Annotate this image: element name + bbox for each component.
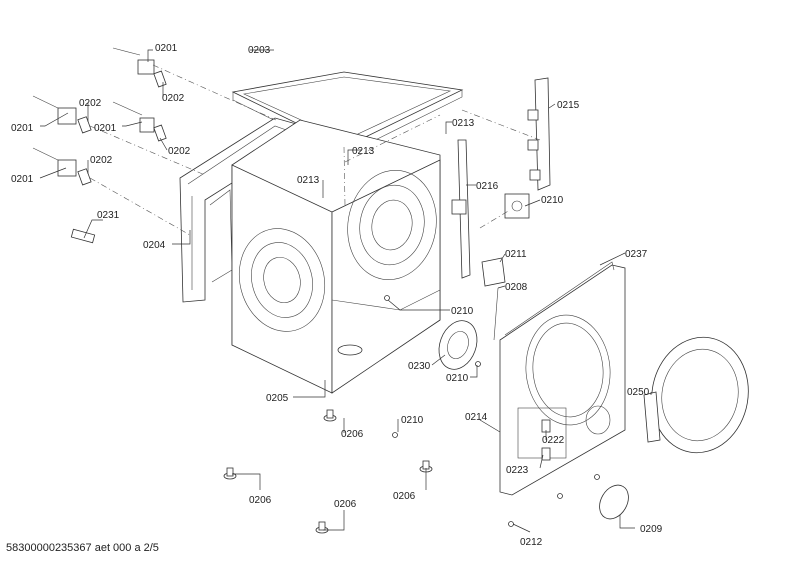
label-0202-a: 0202 [162,93,185,104]
label-0206-b: 0206 [249,495,272,506]
leader-lines [39,49,652,533]
cable-drawing [493,287,499,341]
service-hatch-drawing [599,484,629,520]
label-0250: 0250 [627,387,650,398]
label-0213-b: 0213 [352,146,375,157]
label-0222: 0222 [542,435,565,446]
front-panel-drawing [499,261,626,496]
label-0204: 0204 [143,240,166,251]
label-0209: 0209 [640,524,663,535]
hardware-drawings [32,47,600,534]
label-0202-d: 0202 [90,155,113,166]
label-0206-a: 0206 [341,429,364,440]
label-0208: 0208 [505,282,528,293]
module-drawing [481,257,506,287]
label-0202-c: 0202 [168,146,191,157]
label-0201-b: 0201 [11,123,34,134]
label-0215: 0215 [557,100,580,111]
bracket-drawing [527,77,551,191]
label-0216: 0216 [476,181,499,192]
label-0212: 0212 [520,537,543,548]
label-0210-a: 0210 [541,195,564,206]
label-0237: 0237 [625,249,648,260]
label-0213-c: 0213 [452,118,475,129]
label-0211: 0211 [505,249,527,260]
label-0231: 0231 [97,210,120,221]
label-0203: 0203 [248,45,271,56]
part-labels: 0201 0202 0201 0202 0201 0202 0201 0202 … [11,43,663,548]
label-0205: 0205 [266,393,289,404]
label-0210-b: 0210 [451,306,474,317]
door-drawing [643,336,749,454]
label-0206-d: 0206 [334,499,357,510]
cabinet-body-drawing [231,119,441,394]
label-0201-d: 0201 [11,174,34,185]
label-0206-c: 0206 [393,491,416,502]
drawing-code: 58300000235367 aet 000 a 2/5 [6,542,159,554]
assembly-lines [89,64,541,236]
label-0202-b: 0202 [79,98,102,109]
label-0213-a: 0213 [297,175,320,186]
label-0223: 0223 [506,465,529,476]
pump-housing-drawing [438,320,478,370]
rail-drawing [451,139,471,279]
label-0210-d: 0210 [401,415,424,426]
label-0201-a: 0201 [155,43,178,54]
label-0201-c: 0201 [94,123,117,134]
label-0230: 0230 [408,361,431,372]
label-0210-c: 0210 [446,373,469,384]
label-0214: 0214 [465,412,488,423]
